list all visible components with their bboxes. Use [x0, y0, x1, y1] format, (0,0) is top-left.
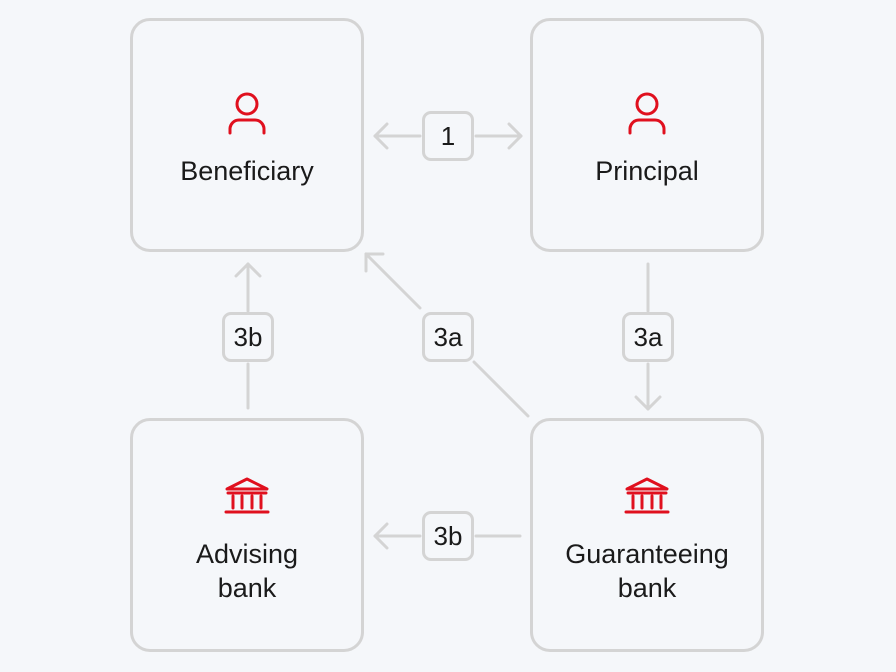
person-icon — [628, 92, 666, 135]
bank-icon — [624, 477, 670, 514]
beneficiary-node: Beneficiary — [130, 18, 364, 252]
connector-guaranteeing-beneficiary-upper — [364, 252, 422, 310]
bank-icon — [224, 477, 270, 514]
guaranteeing-bank-label-line2: bank — [617, 573, 677, 603]
advising-bank-node: Advising bank — [130, 418, 364, 652]
arrowhead-up-beneficiary — [234, 262, 262, 278]
arrowhead-left-beneficiary — [373, 122, 389, 150]
step-badge-1: 1 — [422, 111, 474, 161]
guaranteeing-bank-node: Guaranteeing bank — [530, 418, 764, 652]
advising-bank-label-line2: bank — [217, 573, 277, 603]
step-badge-3a-guaranteeing-beneficiary: 3a — [422, 312, 474, 362]
arrowhead-right-principal — [507, 122, 523, 150]
advising-bank-label-line1: Advising — [195, 539, 299, 569]
guaranteeing-bank-label-line1: Guaranteeing — [565, 539, 729, 569]
step-badge-3a-principal-guaranteeing: 3a — [622, 312, 674, 362]
arrowhead-left-advising — [373, 522, 389, 550]
principal-node: Principal — [530, 18, 764, 252]
person-icon — [228, 92, 266, 135]
arrowhead-diagonal-beneficiary — [364, 252, 385, 273]
beneficiary-label: Beneficiary — [180, 156, 314, 186]
arrowhead-down-guaranteeing — [634, 395, 662, 411]
step-badge-3b-guaranteeing-advising: 3b — [422, 511, 474, 561]
step-badge-3b-advising-beneficiary: 3b — [222, 312, 274, 362]
connector-guaranteeing-beneficiary-lower — [472, 360, 530, 418]
principal-label: Principal — [595, 156, 699, 186]
